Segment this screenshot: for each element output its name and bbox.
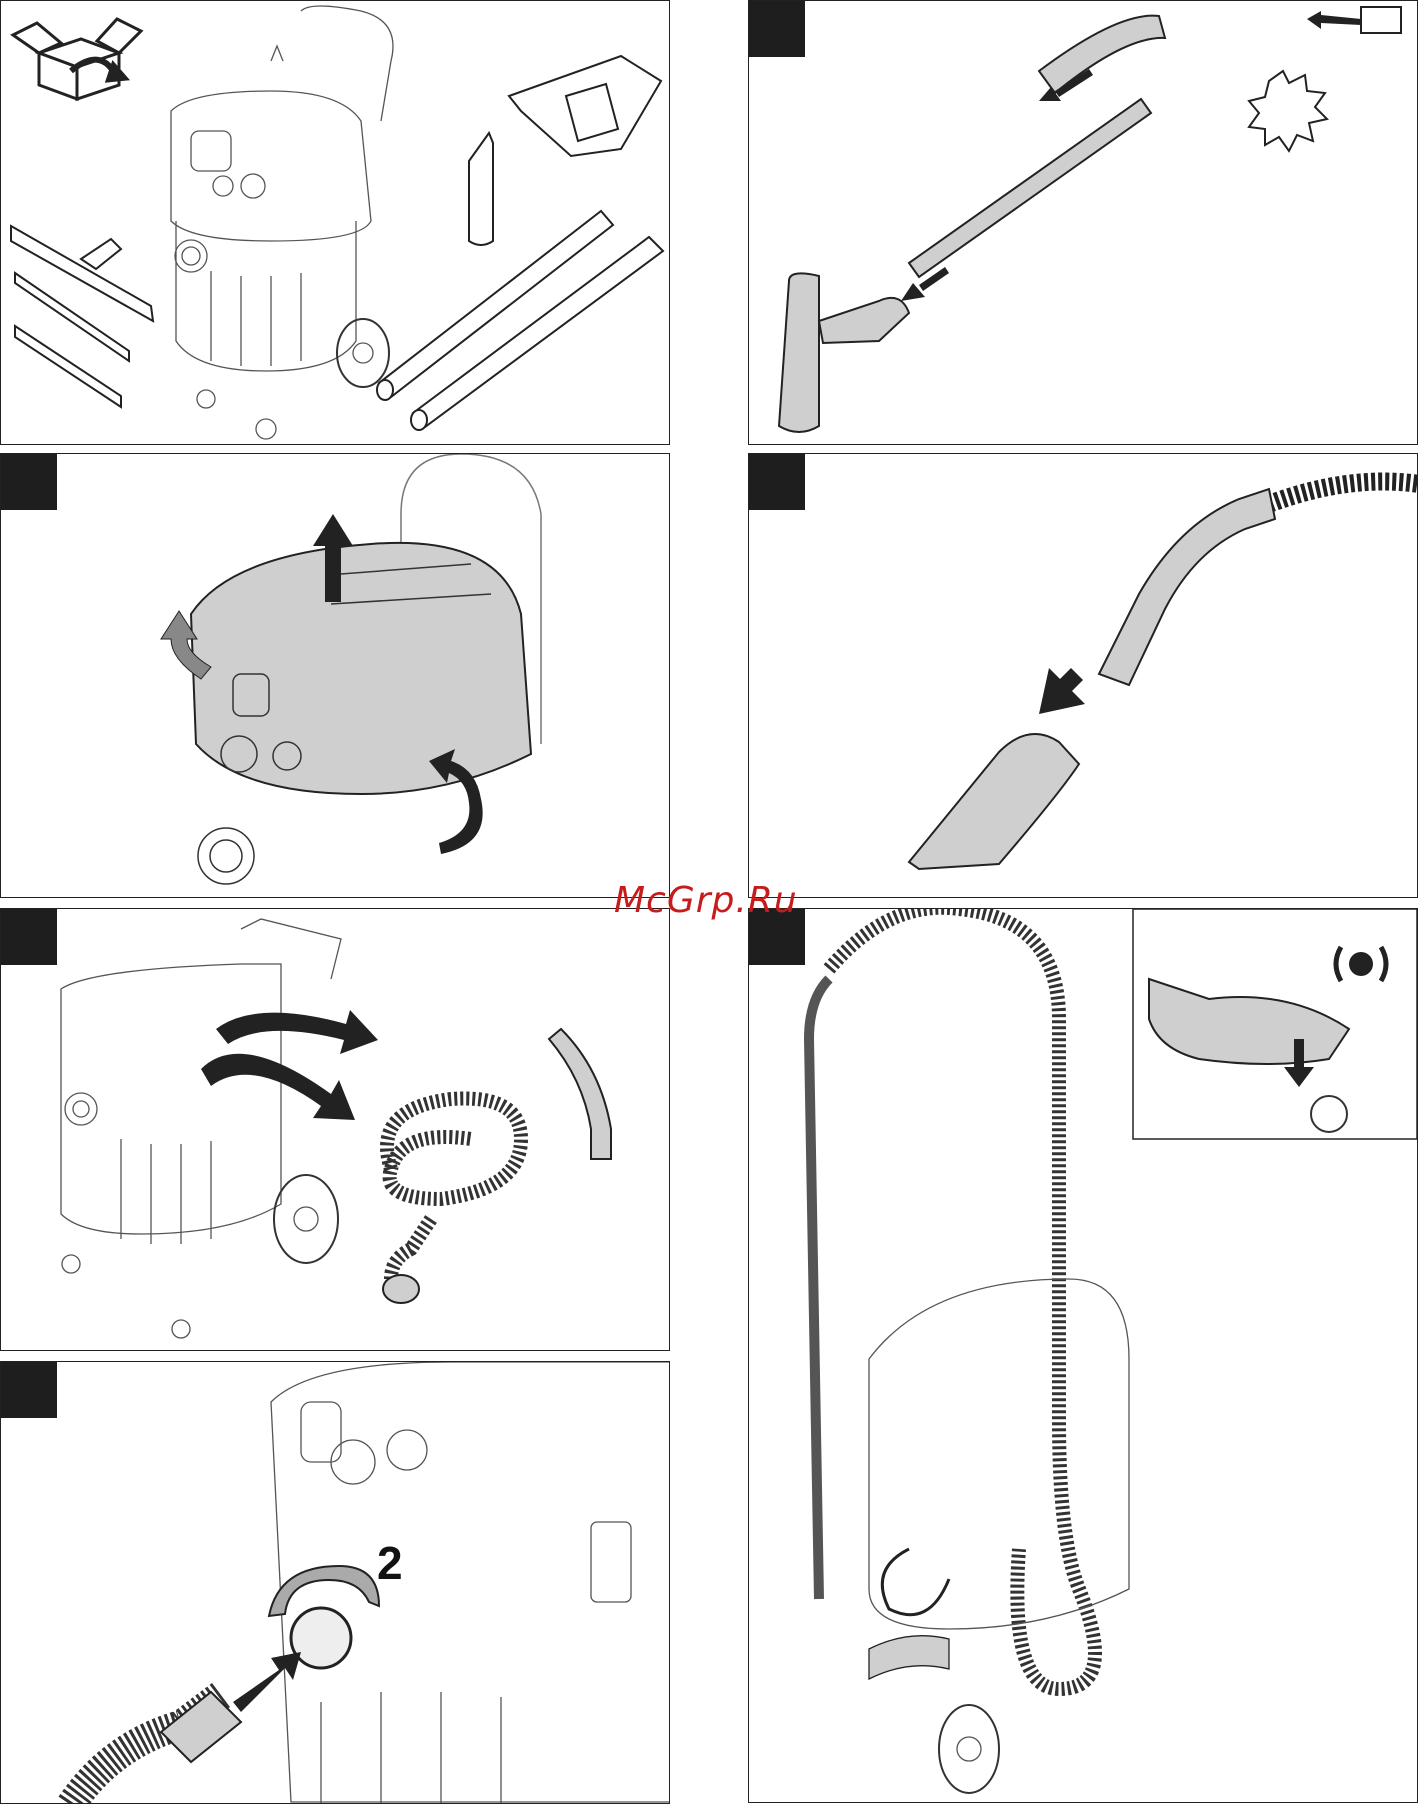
hose-connect-illustration <box>1 1362 670 1804</box>
assembly-arrows <box>901 11 1361 301</box>
vacuum-cleaner-drawing <box>171 6 393 439</box>
unpack-illustration <box>1 1 670 445</box>
extension-tube <box>909 99 1151 277</box>
coiled-suction-hose <box>387 1099 521 1280</box>
accessories-illustration <box>1 909 670 1351</box>
hose-handle-bend <box>549 1029 611 1159</box>
watermark: McGrp.Ru <box>614 880 798 921</box>
unpacking-box-icon <box>13 19 141 99</box>
panel-parking-brake-and-storage <box>748 908 1418 1803</box>
step-label-2: 2 <box>377 1536 403 1590</box>
panel-remove-accessories-from-container <box>0 908 670 1351</box>
hose-corrugated <box>1269 482 1418 505</box>
filter-bag <box>509 56 661 156</box>
click-burst-icon <box>1249 71 1327 151</box>
floor-nozzle-parts <box>11 226 153 407</box>
remove-head-illustration <box>1 454 670 898</box>
extension-tube <box>809 979 829 1599</box>
crevice-nozzle <box>469 133 493 245</box>
panel-attach-crevice-nozzle <box>748 453 1418 898</box>
crevice-nozzle <box>909 734 1079 869</box>
remove-arrows <box>201 1010 378 1120</box>
vacuum-drawing <box>869 1279 1129 1793</box>
container-drawing <box>61 919 341 1338</box>
panel-unpack-contents <box>0 0 670 445</box>
vacuum-front-drawing <box>271 1362 670 1804</box>
hose-end <box>1361 7 1401 33</box>
hose-connector <box>383 1275 419 1303</box>
attach-arrow <box>1039 668 1085 714</box>
hose-connector <box>161 1692 241 1762</box>
crevice-illustration <box>749 454 1418 898</box>
panel-assemble-tube-and-floor-nozzle <box>748 0 1418 445</box>
tube-assembly-illustration <box>749 1 1418 445</box>
suction-tubes <box>377 211 663 430</box>
floor-nozzle <box>779 273 909 432</box>
insert-arrow <box>233 1652 301 1712</box>
vacuum-head-shaded <box>191 543 531 794</box>
suction-port <box>291 1608 351 1668</box>
hose-handle <box>1039 16 1165 93</box>
panel-connect-suction-hose: 2 <box>0 1361 670 1804</box>
storage-illustration <box>749 909 1418 1803</box>
panel-remove-head <box>0 453 670 898</box>
hose-handle <box>1099 489 1275 685</box>
